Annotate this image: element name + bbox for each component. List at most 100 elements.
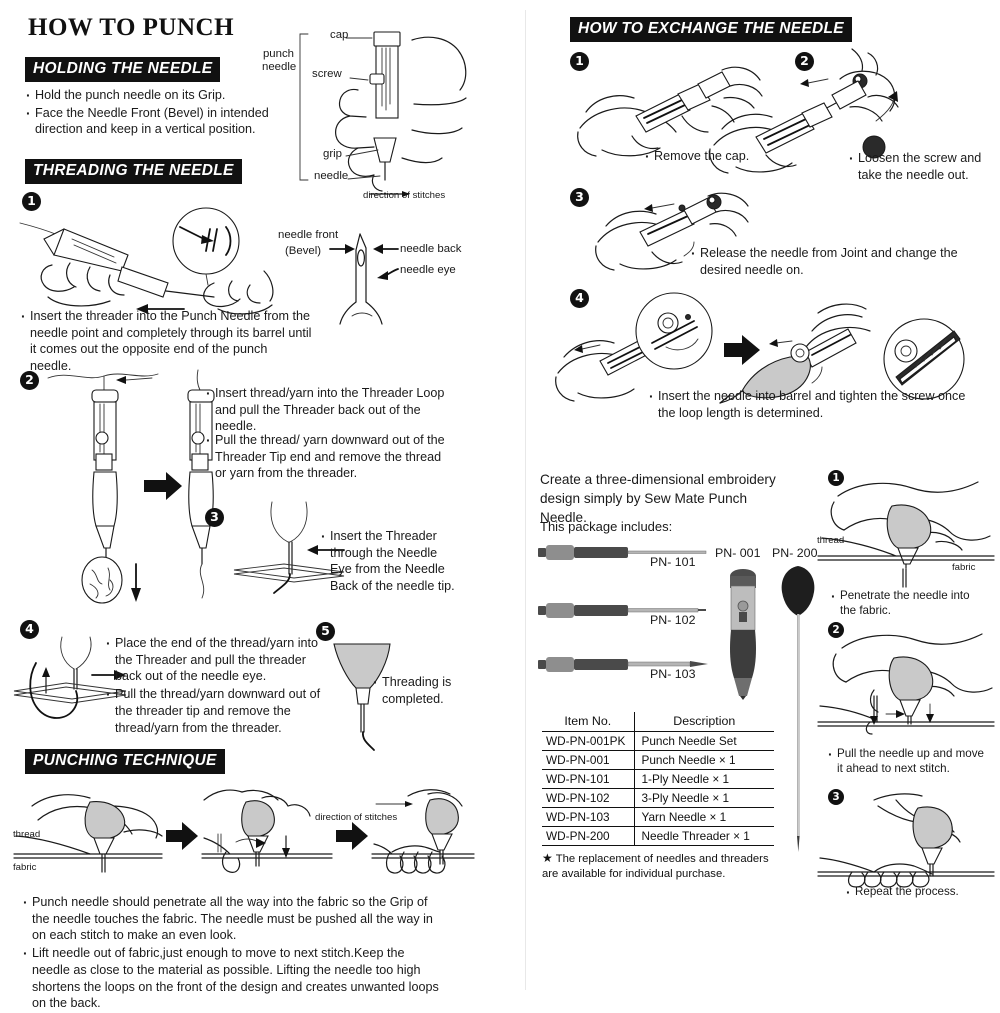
threading-step-1-number: 1 <box>22 192 41 211</box>
exchange-step-3-caption: Release the needle from Joint and change… <box>690 244 990 279</box>
exchange-step-1-caption: Remove the cap. <box>644 147 774 166</box>
punching-direction-label: direction of stitches <box>315 812 398 823</box>
column-divider <box>525 10 526 990</box>
product-label-pn-001: PN- 001 <box>715 546 761 560</box>
list-item: Pull the needle up and move it ahead to … <box>827 745 987 777</box>
product-photo-pn-001 <box>722 568 764 700</box>
direction-of-stitches-label: direction of stitches <box>363 190 446 201</box>
threading-step-4-number: 4 <box>20 620 39 639</box>
cell-item-no: WD-PN-001 <box>542 750 635 770</box>
threading-step-1-caption: Insert the threader into the Punch Needl… <box>20 307 312 376</box>
needle-back-arrow-icon <box>370 243 399 255</box>
punching-technique-diagram <box>13 788 475 876</box>
parts-table: Item No. Description WD-PN-001PK Punch N… <box>542 712 774 846</box>
list-item: Hold the punch needle on its Grip. <box>25 86 275 104</box>
punching-thread-label: thread <box>13 829 41 840</box>
needle-eye-label: needle eye <box>400 264 456 276</box>
needle-front-label-line1: needle front <box>278 229 339 241</box>
callout-needle: needle <box>314 170 349 182</box>
table-row: WD-PN-101 1-Ply Needle × 1 <box>542 769 774 789</box>
exchange-step-3-illustration <box>590 190 790 276</box>
section-heading-holding: HOLDING THE NEEDLE <box>25 57 221 82</box>
section-heading-punching: PUNCHING TECHNIQUE <box>25 749 225 774</box>
section-heading-exchange: HOW TO EXCHANGE THE NEEDLE <box>570 17 852 42</box>
threading-step-3-number: 3 <box>205 508 224 527</box>
cell-item-no: WD-PN-102 <box>542 788 635 808</box>
list-item: Repeat the process. <box>845 883 995 902</box>
threading-step-1-illustration <box>18 205 308 315</box>
cell-item-no: WD-PN-200 <box>542 826 635 846</box>
exchange-step-2-caption: Loosen the screw and take the needle out… <box>848 149 988 184</box>
needle-tip-diagram <box>330 228 400 328</box>
needle-eye-arrow-icon <box>372 265 400 281</box>
stitching-thread-label: thread <box>817 535 845 546</box>
stitching-step-1-number: 1 <box>828 470 844 486</box>
list-item: Insert the Threader through the Needle E… <box>320 527 455 595</box>
threading-step-5-caption: Threading is completed. <box>372 673 482 708</box>
anatomy-group-label-line2: needle <box>262 61 297 73</box>
stitching-step-1-illustration <box>817 478 995 569</box>
table-row: WD-PN-200 Needle Threader × 1 <box>542 826 774 846</box>
stitching-fabric-label: fabric <box>952 562 976 573</box>
column-header-item-no: Item No. <box>542 712 635 732</box>
list-item: Threading is completed. <box>372 673 482 707</box>
callout-cap: cap <box>330 29 349 41</box>
table-header-row: Item No. Description <box>542 712 774 732</box>
table-row: WD-PN-102 3-Ply Needle × 1 <box>542 788 774 808</box>
product-label-pn-102: PN- 102 <box>650 613 696 627</box>
list-item: Insert the needle into barrel and tighte… <box>648 387 968 421</box>
list-item: Insert thread/yarn into the Threader Loo… <box>205 384 455 435</box>
product-photo-pn-200 <box>780 564 816 854</box>
exchange-step-4-number: 4 <box>570 289 589 308</box>
table-row: WD-PN-001PK Punch Needle Set <box>542 731 774 751</box>
threading-step-2-illustration <box>40 368 230 610</box>
stitching-step-1-caption: Penetrate the needle into the fabric. <box>830 587 980 620</box>
threading-step-5-number: 5 <box>316 622 335 641</box>
product-photo-pn-102 <box>538 598 708 622</box>
stitching-step-2-number: 2 <box>828 622 844 638</box>
exchange-heading-label: HOW TO EXCHANGE THE NEEDLE <box>570 17 852 42</box>
cell-description: Yarn Needle × 1 <box>634 807 774 827</box>
package-intro-line1: Create a three-dimensional embroidery <box>540 472 776 487</box>
cell-item-no: WD-PN-103 <box>542 807 635 827</box>
list-item: Release the needle from Joint and change… <box>690 244 990 278</box>
punch-needle-anatomy-diagram <box>262 18 492 198</box>
threading-step-4-caption: Place the end of the thread/yarn into th… <box>105 634 325 737</box>
stitching-step-3-illustration <box>817 792 995 888</box>
list-item: Place the end of the thread/yarn into th… <box>105 634 325 685</box>
list-item: Loosen the screw and take the needle out… <box>848 149 988 183</box>
list-item: Lift needle out of fabric,just enough to… <box>22 944 442 1012</box>
cell-description: Punch Needle Set <box>634 731 774 751</box>
package-intro-line2: design simply by Sew Mate Punch Needle. <box>540 490 748 525</box>
stitching-step-3-caption: Repeat the process. <box>845 883 995 902</box>
cell-item-no: WD-PN-101 <box>542 769 635 789</box>
exchange-step-1-number: 1 <box>570 52 589 71</box>
parts-table-container: Item No. Description WD-PN-001PK Punch N… <box>542 712 782 881</box>
callout-screw: screw <box>312 68 342 80</box>
exchange-step-3-number: 3 <box>570 188 589 207</box>
cell-description: 3-Ply Needle × 1 <box>634 788 774 808</box>
list-item: Pull the thread/ yarn downward out of th… <box>205 431 455 482</box>
column-header-description: Description <box>673 714 736 728</box>
threading-step-2-caption-b: Pull the thread/ yarn downward out of th… <box>205 431 455 483</box>
stitching-step-2-caption: Pull the needle up and move it ahead to … <box>827 745 987 778</box>
punching-fabric-label: fabric <box>13 862 37 873</box>
threading-step-3-caption: Insert the Threader through the Needle E… <box>320 527 455 596</box>
needle-front-label-line2: (Bevel) <box>285 245 322 257</box>
list-item: Pull the thread/yarn downward out of the… <box>105 685 325 736</box>
exchange-step-2-number: 2 <box>795 52 814 71</box>
holding-bullets: Hold the punch needle on its Grip. Face … <box>25 86 275 139</box>
package-includes-label: This package includes: <box>540 519 673 534</box>
punching-heading-label: PUNCHING TECHNIQUE <box>25 749 225 774</box>
list-item: Insert the threader into the Punch Needl… <box>20 307 312 375</box>
cell-description: Punch Needle × 1 <box>634 750 774 770</box>
anatomy-group-label-line1: punch <box>262 48 294 60</box>
list-item: Punch needle should penetrate all the wa… <box>22 893 442 944</box>
threading-heading-label: THREADING THE NEEDLE <box>25 159 242 184</box>
stitching-step-2-illustration <box>817 632 995 735</box>
threading-step-2-caption-a: Insert thread/yarn into the Threader Loo… <box>205 384 455 436</box>
punching-bullets: Punch needle should penetrate all the wa… <box>22 893 442 1013</box>
stitching-needle-1 <box>898 568 912 589</box>
product-label-pn-103: PN- 103 <box>650 667 696 681</box>
